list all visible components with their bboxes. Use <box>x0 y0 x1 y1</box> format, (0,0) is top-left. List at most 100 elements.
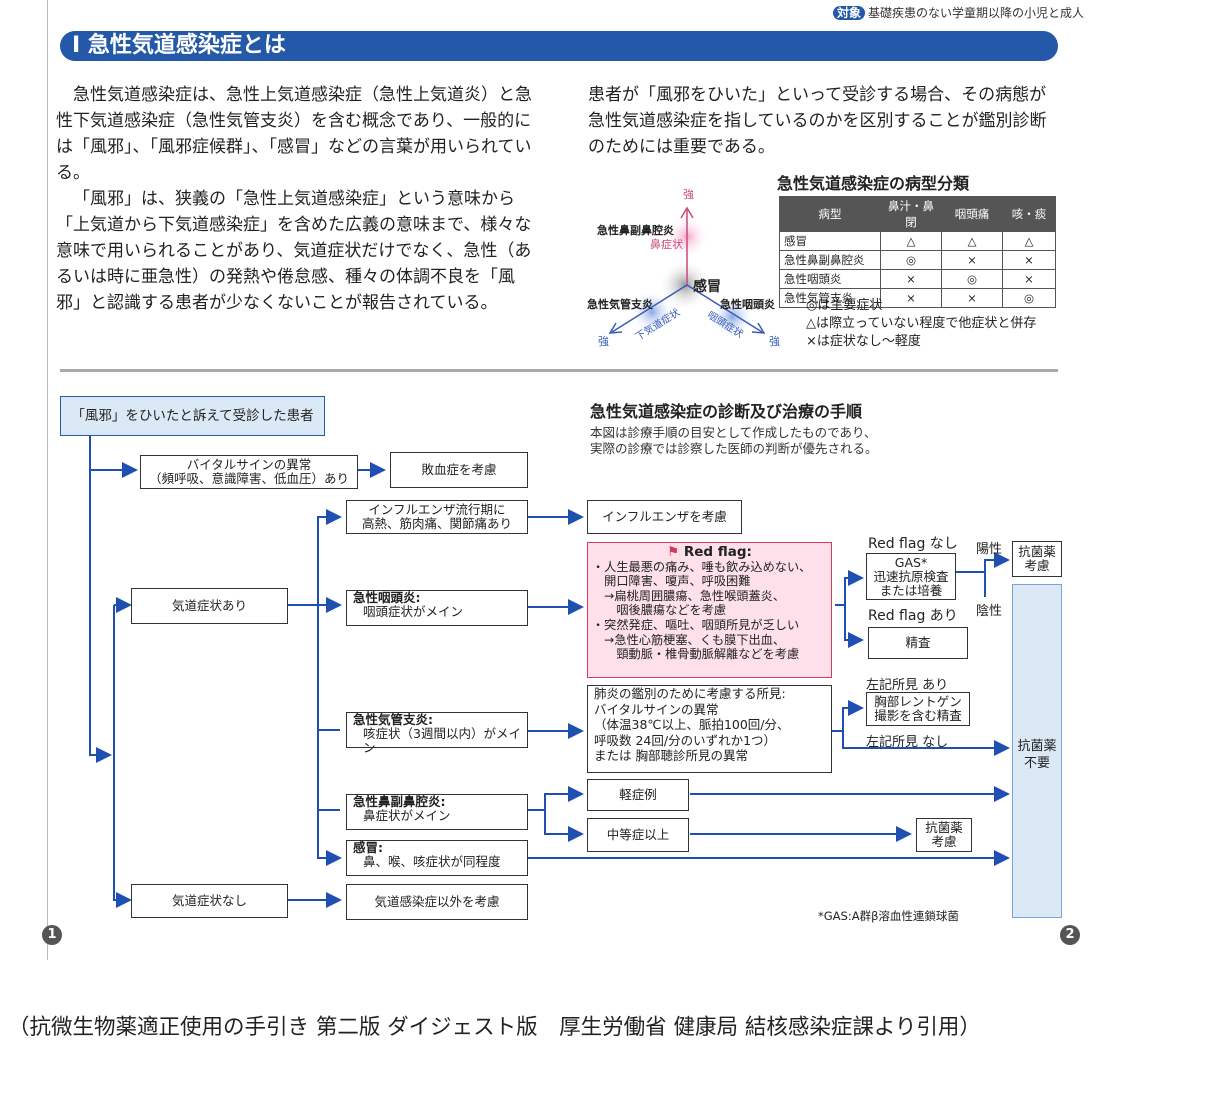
pneumonia-line: （体温38℃以上、脈拍100回/分、 <box>594 717 790 732</box>
abx-line: 抗菌薬 <box>925 820 963 835</box>
label-sinusitis: 急性鼻副鼻腔炎 <box>597 224 674 237</box>
axis-left-head <box>608 322 623 334</box>
section-banner: Ⅰ 急性気道感染症とは <box>60 31 1058 61</box>
pharyngitis-title: 急性咽頭炎: <box>353 590 421 605</box>
no-abx-line: 抗菌薬 <box>1017 739 1057 754</box>
xray-line: 撮影を含む精査 <box>874 708 962 723</box>
subtitle-line: 実際の診療では診察した医師の判断が優先される。 <box>590 441 878 456</box>
no-antibiotic-bar <box>1012 584 1062 918</box>
pneumonia-line: 肺炎の鑑別のために考慮する所見: <box>594 686 786 701</box>
table-row: 急性気管支炎 × × ◎ <box>779 288 1056 308</box>
pharyngitis-sub: 咽頭症状がメイン <box>363 604 464 619</box>
page-marker-left: 1 <box>42 925 62 945</box>
target-text: 基礎疾患のない学童期以降の小児と成人 <box>867 6 1084 20</box>
note-line: ◎は主要症状 <box>806 298 883 313</box>
antibiotic-consider-box-2: 抗菌薬 考慮 <box>916 818 972 852</box>
no-antibiotic-label: 抗菌薬 不要 <box>1012 738 1062 772</box>
gas-test-box: GAS* 迅速抗原検査 または培養 <box>866 553 956 600</box>
pneumonia-line: 呼吸数 24回/分のいずれか1つ） <box>594 732 777 748</box>
label-common-cold: 感冒 <box>693 279 721 295</box>
strong-left: 強 <box>598 335 609 348</box>
red-flag-none: Red flag なし <box>868 536 958 552</box>
col-header: 病型 <box>779 196 881 232</box>
red-flag-title: Red flag: <box>683 544 752 560</box>
vital-line: （頻呼吸、意識障害、低血圧）あり <box>148 471 349 486</box>
source-credit: （抗微生物薬適正使用の手引き 第二版 ダイジェスト版 厚生労働省 健康局 結核感… <box>8 1015 981 1040</box>
symptom-diagram <box>608 206 766 339</box>
intro-paragraph-2: 「風邪」は、狭義の「急性上気道感染症」という意味から「上気道から下気道感染症」を… <box>56 189 532 313</box>
gas-line: GAS* <box>894 554 928 570</box>
lower-glow <box>630 290 674 334</box>
influenza-season-box: インフルエンザ流行期に 高熱、筋肉痛、関節痛あり <box>346 500 528 534</box>
red-flag-line: →急性心筋梗塞、くも膜下出血、 <box>592 632 786 647</box>
detailed-exam-box: 精査 <box>868 627 968 659</box>
abx-line: 考慮 <box>931 834 957 849</box>
label-bronchitis: 急性気管支炎 <box>587 298 653 311</box>
no-respiratory-box: 気道症状なし <box>131 884 288 918</box>
flowchart-connectors <box>89 436 1010 908</box>
col-header: 咳・痰 <box>1002 196 1056 232</box>
axis-left <box>611 284 688 333</box>
target-tag: 対象 <box>832 6 865 20</box>
red-flag-line: 頸動脈・椎骨動脈解離などを考慮 <box>592 647 800 662</box>
sinusitis-title: 急性鼻副鼻腔炎: <box>353 794 446 809</box>
xray-line: 胸部レントゲン <box>874 694 962 709</box>
intro-paragraph-1: 急性気道感染症は、急性上気道感染症（急性上気道炎）と急性下気道感染症（急性気管支… <box>56 85 532 183</box>
start-box: 「風邪」をひいたと訴えて受診した患者 <box>60 396 325 436</box>
moderate-box: 中等症以上 <box>587 818 689 852</box>
gas-line: 迅速抗原検査 <box>873 568 949 584</box>
target-audience: 対象基礎疾患のない学童期以降の小児と成人 <box>832 4 1084 21</box>
respiratory-symptoms-box: 気道症状あり <box>131 588 288 624</box>
note-line: ×は症状なし～軽度 <box>806 334 921 349</box>
abx-line: 考慮 <box>1024 558 1050 573</box>
bronchitis-title: 急性気管支炎: <box>353 712 433 727</box>
pneumonia-box: 肺炎の鑑別のために考慮する所見: バイタルサインの異常 （体温38℃以上、脈拍1… <box>587 685 832 773</box>
flowchart-title: 急性気道感染症の診断及び治療の手順 <box>590 402 863 421</box>
subtitle-line: 本図は診療手順の目安として作成したものであり、 <box>590 425 877 440</box>
xray-box: 胸部レントゲン 撮影を含む精査 <box>866 692 970 726</box>
label-nasal: 鼻症状 <box>650 238 683 251</box>
sepsis-box: 敗血症を考慮 <box>390 452 528 488</box>
common-cold-box: 感冒: 鼻、喉、咳症状が同程度 <box>346 840 528 876</box>
flag-icon: ⚑ <box>667 544 680 560</box>
negative-label: 陰性 <box>976 604 1003 619</box>
red-flag-box: ⚑ Red flag: ・人生最悪の痛み、唾も飲み込めない、 開口障害、嗄声、呼… <box>587 542 832 678</box>
vital-signs-box: バイタルサインの異常 （頻呼吸、意識障害、低血圧）あり <box>140 455 358 489</box>
classification-title: 急性気道感染症の病型分類 <box>777 174 970 193</box>
axis-right <box>686 284 763 333</box>
table-row: 急性鼻副鼻腔炎 ◎ × × <box>779 250 1056 270</box>
axis-right-head <box>751 322 766 334</box>
note-line: △は際立っていない程度で他症状と併存 <box>806 316 1037 331</box>
red-flag-line: ・突然発症、嘔吐、咽頭所見が乏しい <box>592 617 800 632</box>
page-marker-right: 2 <box>1060 925 1080 945</box>
section-divider <box>60 369 1058 372</box>
table-row: 感冒 △ △ △ <box>779 231 1056 251</box>
sinusitis-sub: 鼻症状がメイン <box>363 808 451 823</box>
intro-left: 急性気道感染症は、急性上気道感染症（急性上気道炎）と急性下気道感染症（急性気管支… <box>56 82 534 316</box>
flu-line: インフルエンザ流行期に <box>368 502 506 517</box>
table-cell: 急性鼻副鼻腔炎 <box>779 250 881 270</box>
findings-absent: 左記所見 なし <box>866 735 949 750</box>
cold-sub: 鼻、喉、咳症状が同程度 <box>363 854 501 869</box>
footnote: *GAS:A群β溶血性連鎖球菌 <box>818 909 959 923</box>
strong-top: 強 <box>683 188 694 201</box>
findings-present: 左記所見 あり <box>866 678 949 693</box>
no-abx-line: 不要 <box>1023 756 1050 771</box>
intro-paragraph-3: 患者が「風邪をひいた」といって受診する場合、その病態が急性気道感染症を指している… <box>588 85 1047 157</box>
vital-line: バイタルサインの異常 <box>186 457 312 472</box>
strong-right: 強 <box>769 335 780 348</box>
antibiotic-consider-box: 抗菌薬 考慮 <box>1012 541 1062 577</box>
positive-label: 陽性 <box>976 542 1003 557</box>
pneumonia-line: バイタルサインの異常 <box>594 701 719 717</box>
axis-up-head <box>680 206 694 219</box>
table-cell: 急性気管支炎 <box>779 288 881 308</box>
bronchitis-box: 急性気管支炎: 咳症状（3週間以内）がメイン <box>346 712 528 755</box>
red-flag-line: 開口障害、嗄声、呼吸困難 <box>592 574 751 589</box>
flowchart-subtitle: 本図は診療手順の目安として作成したものであり、 実際の診療では診察した医師の判断… <box>590 425 878 457</box>
other-infection-box: 気道感染症以外を考慮 <box>346 884 528 920</box>
influenza-consider-box: インフルエンザを考慮 <box>587 500 742 534</box>
col-header: 鼻汁・鼻閉 <box>880 196 942 232</box>
red-flag-line: ・人生最悪の痛み、唾も飲み込めない、 <box>592 559 812 574</box>
red-flag-present: Red flag あり <box>868 608 958 624</box>
intro-right: 患者が「風邪をひいた」といって受診する場合、その病態が急性気道感染症を指している… <box>588 82 1058 160</box>
